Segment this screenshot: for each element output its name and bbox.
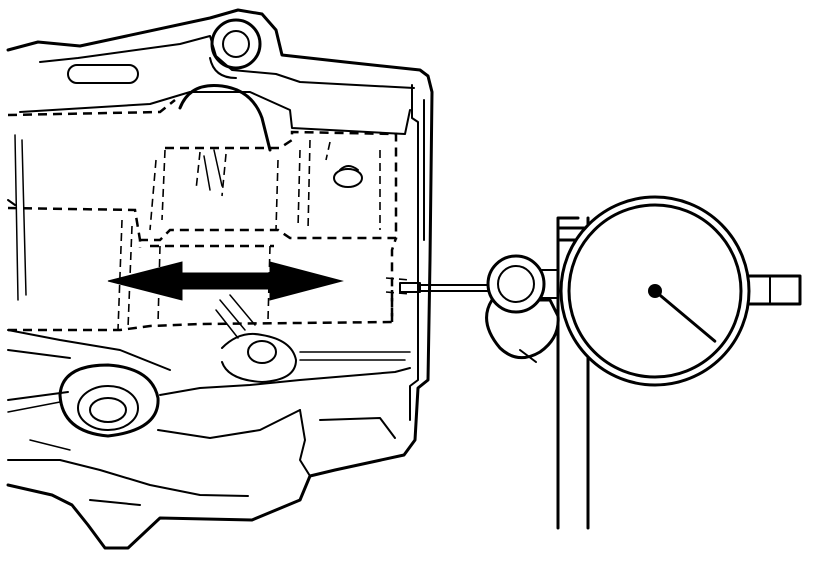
housing-right-flange [409,84,419,421]
housing-outline [6,8,434,550]
transmission-housing [6,8,434,550]
housing-top-bump [178,83,272,152]
lower-mounting-boss [58,363,160,438]
upper-mounting-boss [209,18,262,79]
double-arrow-shape [107,261,344,301]
hidden-internal-features [7,99,411,332]
movement-double-arrow [107,261,344,301]
small-bore-upper [333,168,363,188]
housing-upper-ledge [19,91,411,135]
dial-indicator [559,195,802,387]
dial-needle [653,289,717,343]
small-bore-lower [247,340,277,364]
dial-center-pin [648,284,662,298]
housing-slot [67,64,139,84]
gauge-clamp [485,226,590,363]
gauge-plunger [399,282,499,293]
